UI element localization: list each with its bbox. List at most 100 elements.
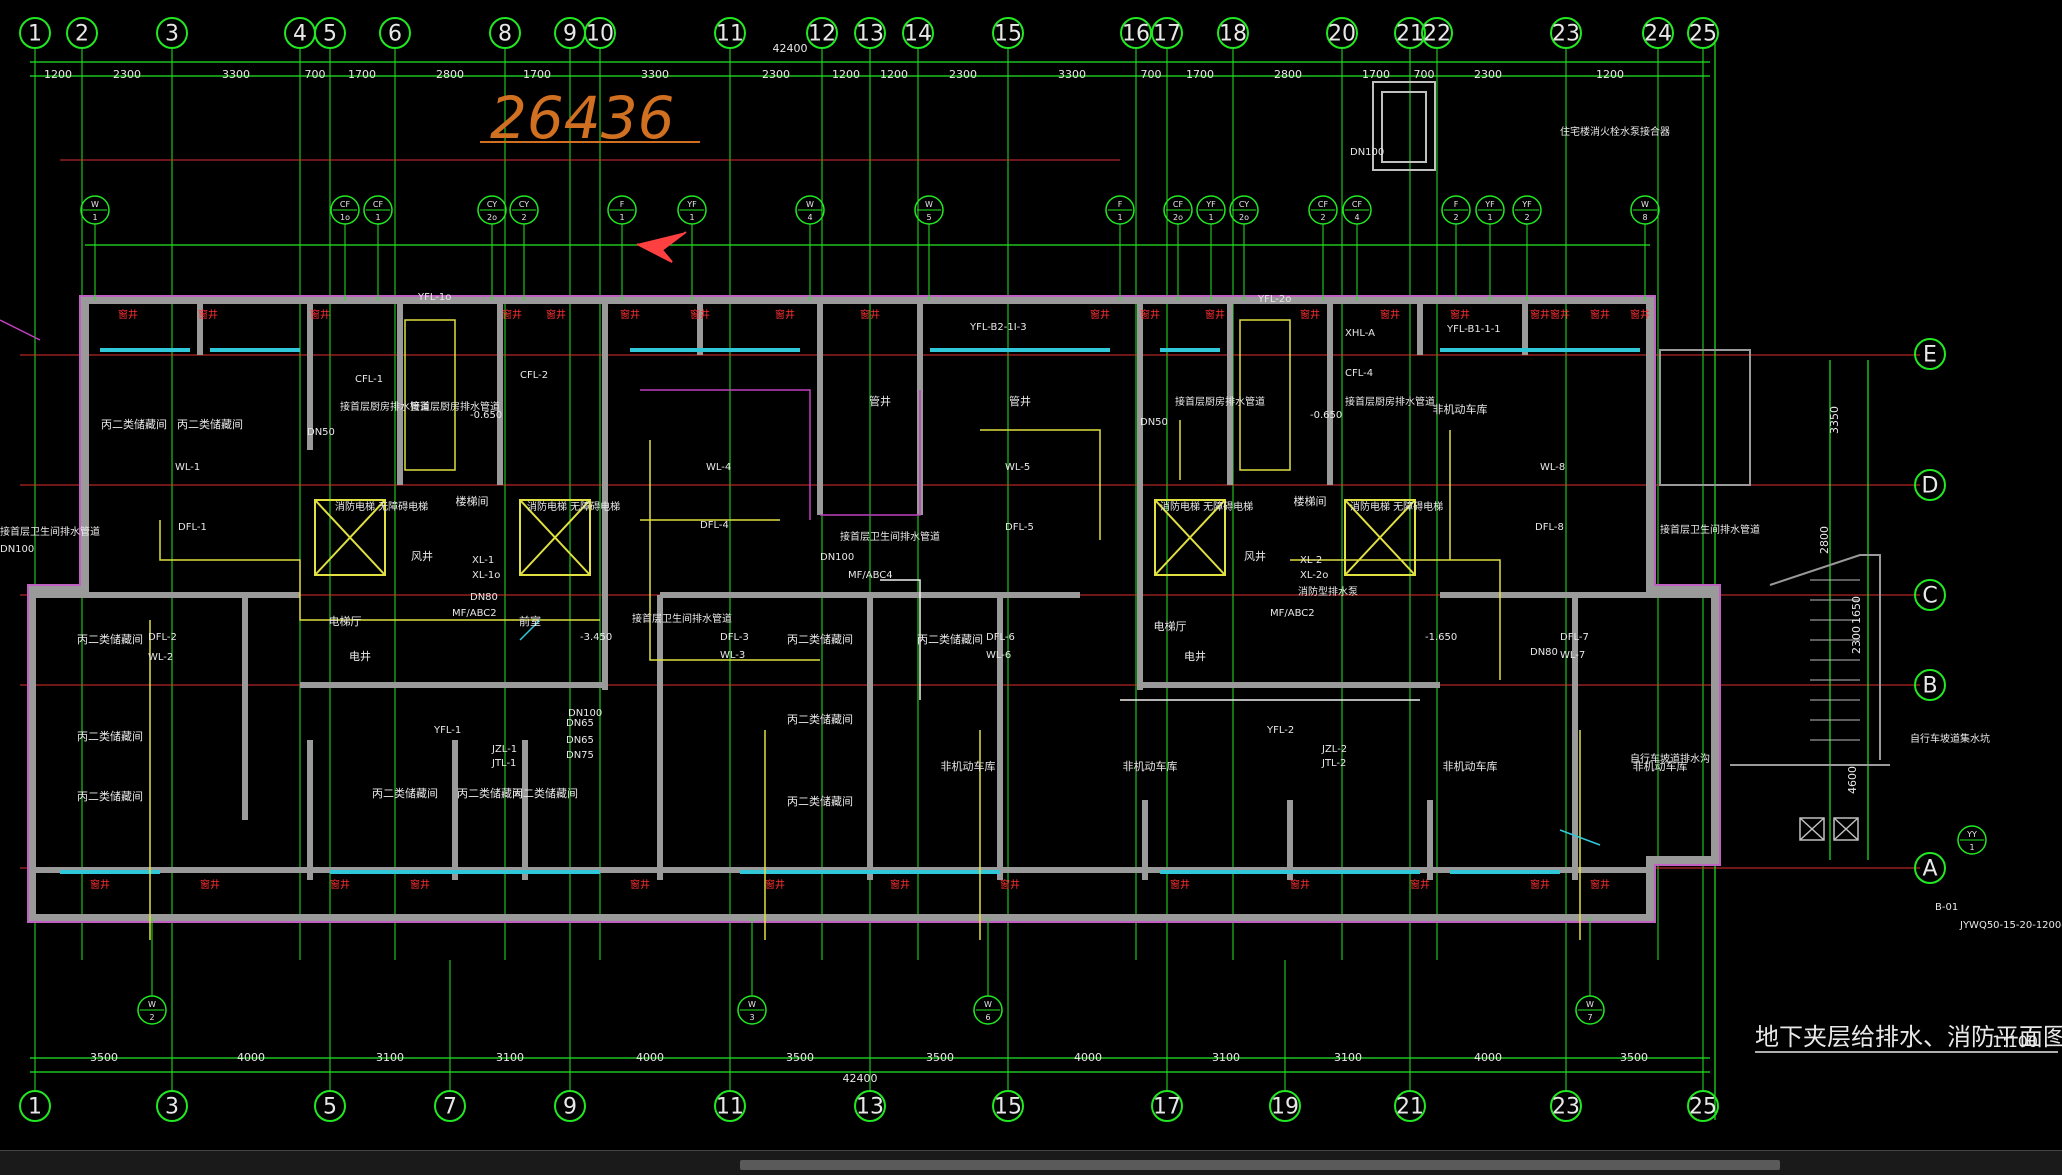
- pointer-arrow-icon: [636, 231, 687, 263]
- window-well-label: 窗井: [1590, 308, 1610, 321]
- pipe-label: -0.650: [470, 410, 502, 421]
- pipe-bubble: CY2: [509, 195, 539, 300]
- axis-label: 2: [75, 22, 89, 47]
- pipe-riser-bubbles: W1CF1oCF1CY2oCY2F1YF1W4W5F1CF2oYF1CY2oCF…: [80, 195, 1987, 1025]
- elevator-shafts: [314, 499, 1416, 576]
- window-well-label: 窗井: [118, 308, 138, 321]
- ramp-steps: [1810, 579, 1860, 741]
- pipe-label: MF/ABC2: [1270, 608, 1315, 619]
- pipe-bubble-bottom: 1: [1117, 213, 1122, 222]
- pipe-bubble: YF1: [677, 195, 707, 300]
- dimension-value: 3300: [641, 68, 669, 81]
- bicycle-ramp: [1659, 349, 1890, 766]
- pipe-label: WL-3: [720, 650, 745, 661]
- pipe-bubble-bottom: 1: [92, 213, 97, 222]
- pipe-label: WL-6: [986, 650, 1011, 661]
- pipe-label: YFL-1: [433, 725, 461, 736]
- dimension-value: 2300: [113, 68, 141, 81]
- axis-label: 5: [323, 22, 337, 47]
- window-well-label: 窗井: [1410, 878, 1430, 891]
- pipe-label: DN75: [566, 750, 594, 761]
- pipe-bubble-bottom: 4: [1354, 213, 1359, 222]
- dimension-value: 1700: [523, 68, 551, 81]
- axis-label: 21: [1396, 22, 1424, 47]
- pipe-label: DFL-8: [1535, 522, 1564, 533]
- axis-bubble: 11: [714, 17, 746, 49]
- room-label: 前室: [519, 614, 541, 628]
- room-label: 电井: [1184, 649, 1206, 663]
- pipe-bubble-top: W: [748, 1000, 756, 1009]
- window-well-label: 窗井: [1550, 308, 1570, 321]
- dimension-value: 700: [305, 68, 326, 81]
- room-label: 非机动车库: [1633, 759, 1688, 773]
- pipe-label: DFL-3: [720, 632, 749, 643]
- pipe-bubble-bottom: 2o: [1239, 213, 1249, 222]
- pipe-label: DN100: [820, 552, 854, 563]
- windows: [60, 348, 1640, 874]
- axis-bubble: 22: [1421, 17, 1453, 49]
- window-well-label: 窗井: [1590, 878, 1610, 891]
- pipe-label: 接首层厨房排水管道: [1345, 395, 1435, 408]
- room-label: 丙二类储藏间: [77, 729, 143, 743]
- axis-bubble: 20: [1326, 17, 1358, 49]
- pipe-label: MF/ABC4: [848, 570, 893, 581]
- pipe-label: 消防电梯 无障碍电梯: [527, 500, 620, 513]
- window-well-label: 窗井: [1205, 308, 1225, 321]
- axis-bubble: 25: [1687, 1090, 1719, 1122]
- pipe-label: DN80: [1530, 647, 1558, 658]
- pipe-label: CFL-2: [520, 370, 548, 381]
- axis-bubble: 23: [1550, 1090, 1582, 1122]
- overall-dim-bottom: 42400: [843, 1072, 878, 1085]
- axis-bubble: E: [1914, 338, 1946, 370]
- axis-bubble: 25: [1687, 17, 1719, 49]
- axis-bubble: 21: [1394, 17, 1426, 49]
- dimension-value: 3300: [222, 68, 250, 81]
- axis-bubble: C: [1914, 579, 1946, 611]
- axis-label: 5: [323, 1095, 337, 1120]
- pipe-bubble-top: YF: [1521, 200, 1532, 209]
- dimension-value: 3500: [926, 1051, 954, 1064]
- pipe-bubble: CF 1o: [330, 195, 360, 300]
- window-well-label: 窗井: [1170, 878, 1190, 891]
- axis-label: 7: [443, 1095, 457, 1120]
- room-label: 丙二类储藏间: [787, 712, 853, 726]
- axis-label: 9: [563, 22, 577, 47]
- pipe-bubble: W4: [795, 195, 825, 300]
- window-well-label: 窗井: [775, 308, 795, 321]
- horizontal-scrollbar[interactable]: [740, 1160, 1780, 1170]
- pipe-bubble: W8: [1630, 195, 1660, 300]
- pipe-bubble-bottom: 1o: [340, 213, 350, 222]
- axis-label: 23: [1552, 1095, 1580, 1120]
- window-well-label: 窗井: [1530, 878, 1550, 891]
- pipe-bubble: W1: [80, 195, 110, 300]
- window-well-label: 窗井: [630, 878, 650, 891]
- pipe-label: CFL-1: [355, 374, 383, 385]
- dimension-value: 1200: [1596, 68, 1624, 81]
- dimension-value: 1200: [44, 68, 72, 81]
- axis-bubble: 2: [66, 17, 98, 49]
- pipe-bubble: W6: [973, 918, 1003, 1025]
- dimension-value: 3100: [376, 1051, 404, 1064]
- pipe-bubble-top: W: [984, 1000, 992, 1009]
- pipe-bubble-top: CF: [340, 200, 351, 209]
- dimension-value: 3100: [1212, 1051, 1240, 1064]
- axis-label: 15: [994, 22, 1022, 47]
- building-walls: [28, 296, 1719, 922]
- axis-label: 4: [293, 22, 307, 47]
- axis-bubble: 9: [554, 17, 586, 49]
- axis-label: D: [1922, 474, 1939, 499]
- room-label: 风井: [411, 549, 433, 563]
- pipe-bubble: W7: [1575, 918, 1605, 1025]
- axis-label: 1: [28, 1095, 42, 1120]
- pipe-bubble: YF1: [1475, 195, 1505, 300]
- axis-bubble: 10: [584, 17, 616, 49]
- pipe-label: XL-1: [472, 555, 494, 566]
- pipe-bubble-top: W: [1586, 1000, 1594, 1009]
- room-label: 电井: [349, 649, 371, 663]
- pipe-bubble: YY1: [1957, 825, 1987, 855]
- dimension-value: 2300: [1474, 68, 1502, 81]
- pipe-network: [0, 319, 1601, 940]
